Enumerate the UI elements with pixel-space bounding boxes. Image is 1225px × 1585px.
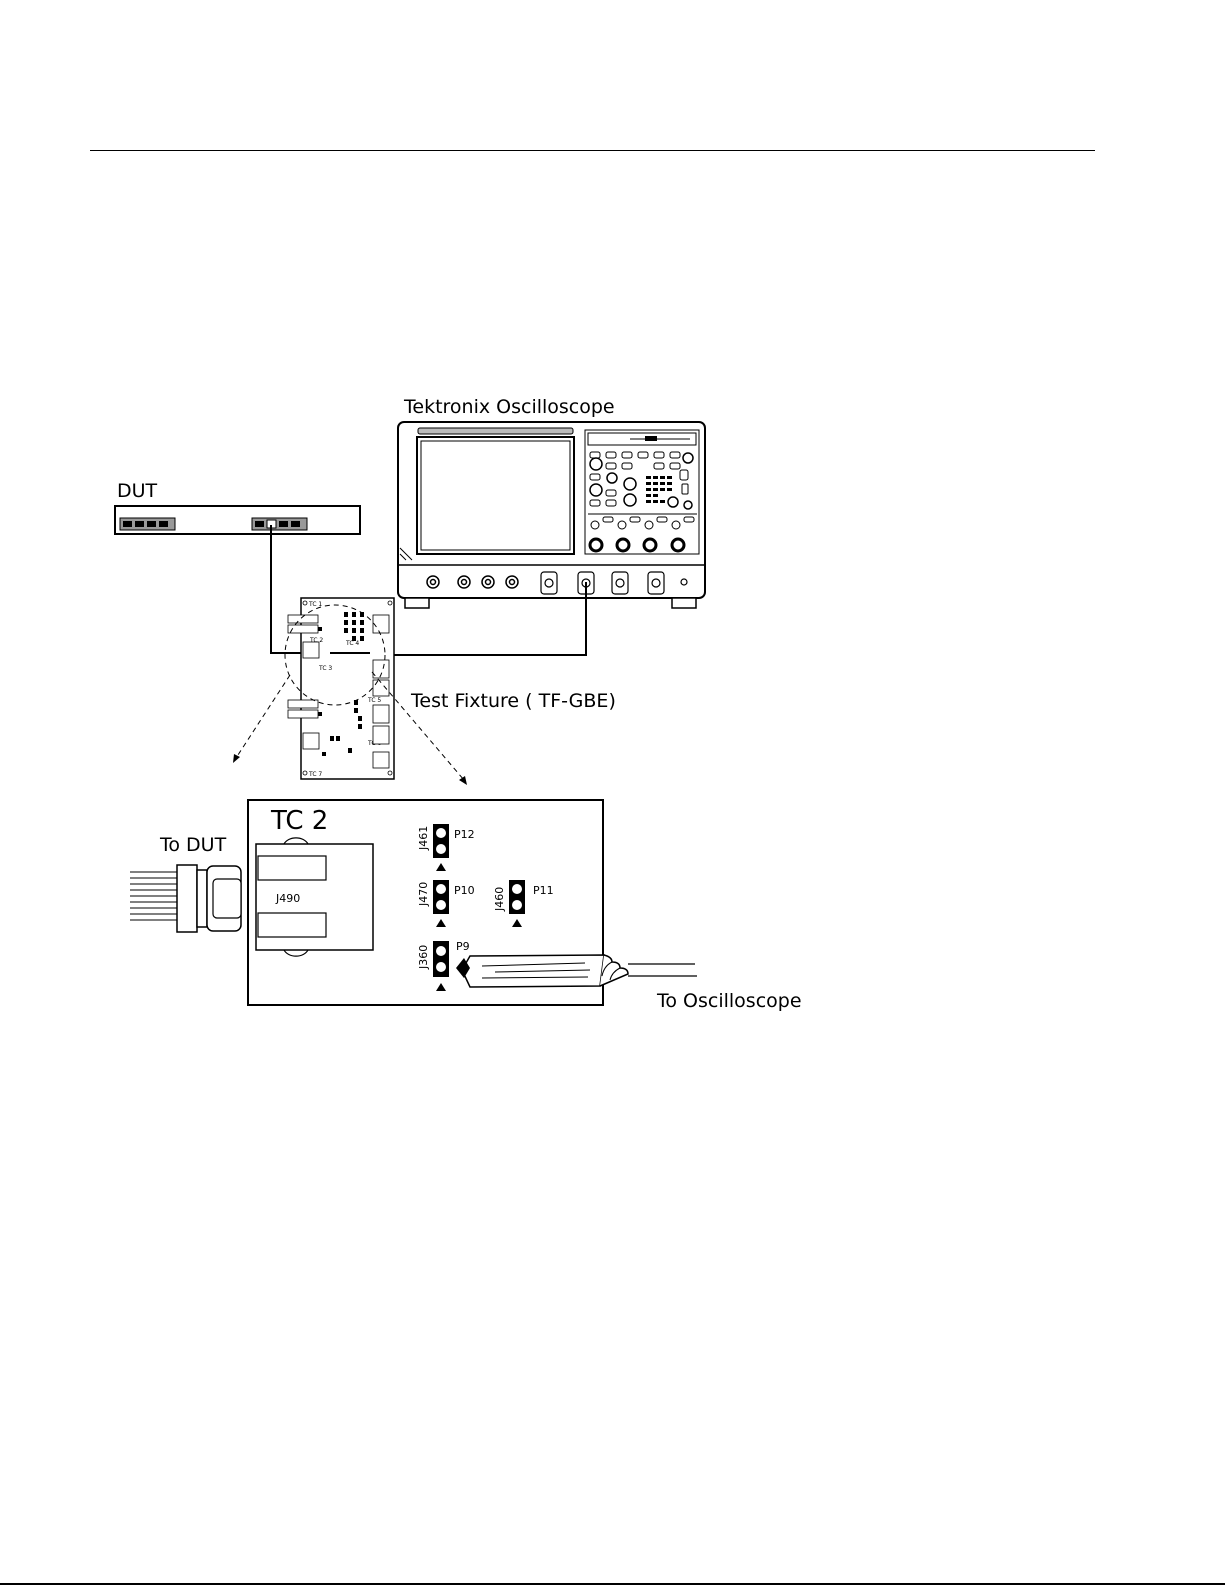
fixture-tc3: TC 3	[318, 665, 332, 672]
fixture-label: Test Fixture ( TF-GBE)	[410, 690, 616, 712]
to-oscilloscope-label: To Oscilloscope	[656, 990, 802, 1012]
j490-label: J490	[275, 892, 300, 905]
dut: DUT	[115, 480, 360, 534]
tc2-title: TC 2	[270, 806, 328, 836]
dut-label: DUT	[117, 480, 158, 502]
probe	[456, 955, 697, 987]
j470-label: J470	[417, 882, 430, 907]
oscilloscope: Tektronix Oscilloscope	[398, 396, 705, 608]
to-dut-label: To DUT	[159, 834, 227, 856]
tc2-detail: TC 2 To DUT J490 J461 P12	[130, 800, 802, 1012]
fixture-tc7: TC 7	[308, 771, 322, 778]
j460-label: J460	[493, 887, 506, 912]
j360-label: J360	[417, 945, 430, 970]
p9-label: P9	[456, 940, 470, 953]
oscilloscope-label: Tektronix Oscilloscope	[403, 396, 615, 418]
fixture-tc4: TC 4	[345, 640, 359, 647]
p10-label: P10	[454, 884, 475, 897]
test-fixture: TC 1 TC 2 TC 3 TC 4 TC 5 TC 6 TC 7	[233, 598, 616, 785]
p11-label: P11	[533, 884, 554, 897]
fixture-tc5: TC 5	[367, 697, 381, 704]
j461-label: J461	[417, 826, 430, 851]
p12-label: P12	[454, 828, 475, 841]
